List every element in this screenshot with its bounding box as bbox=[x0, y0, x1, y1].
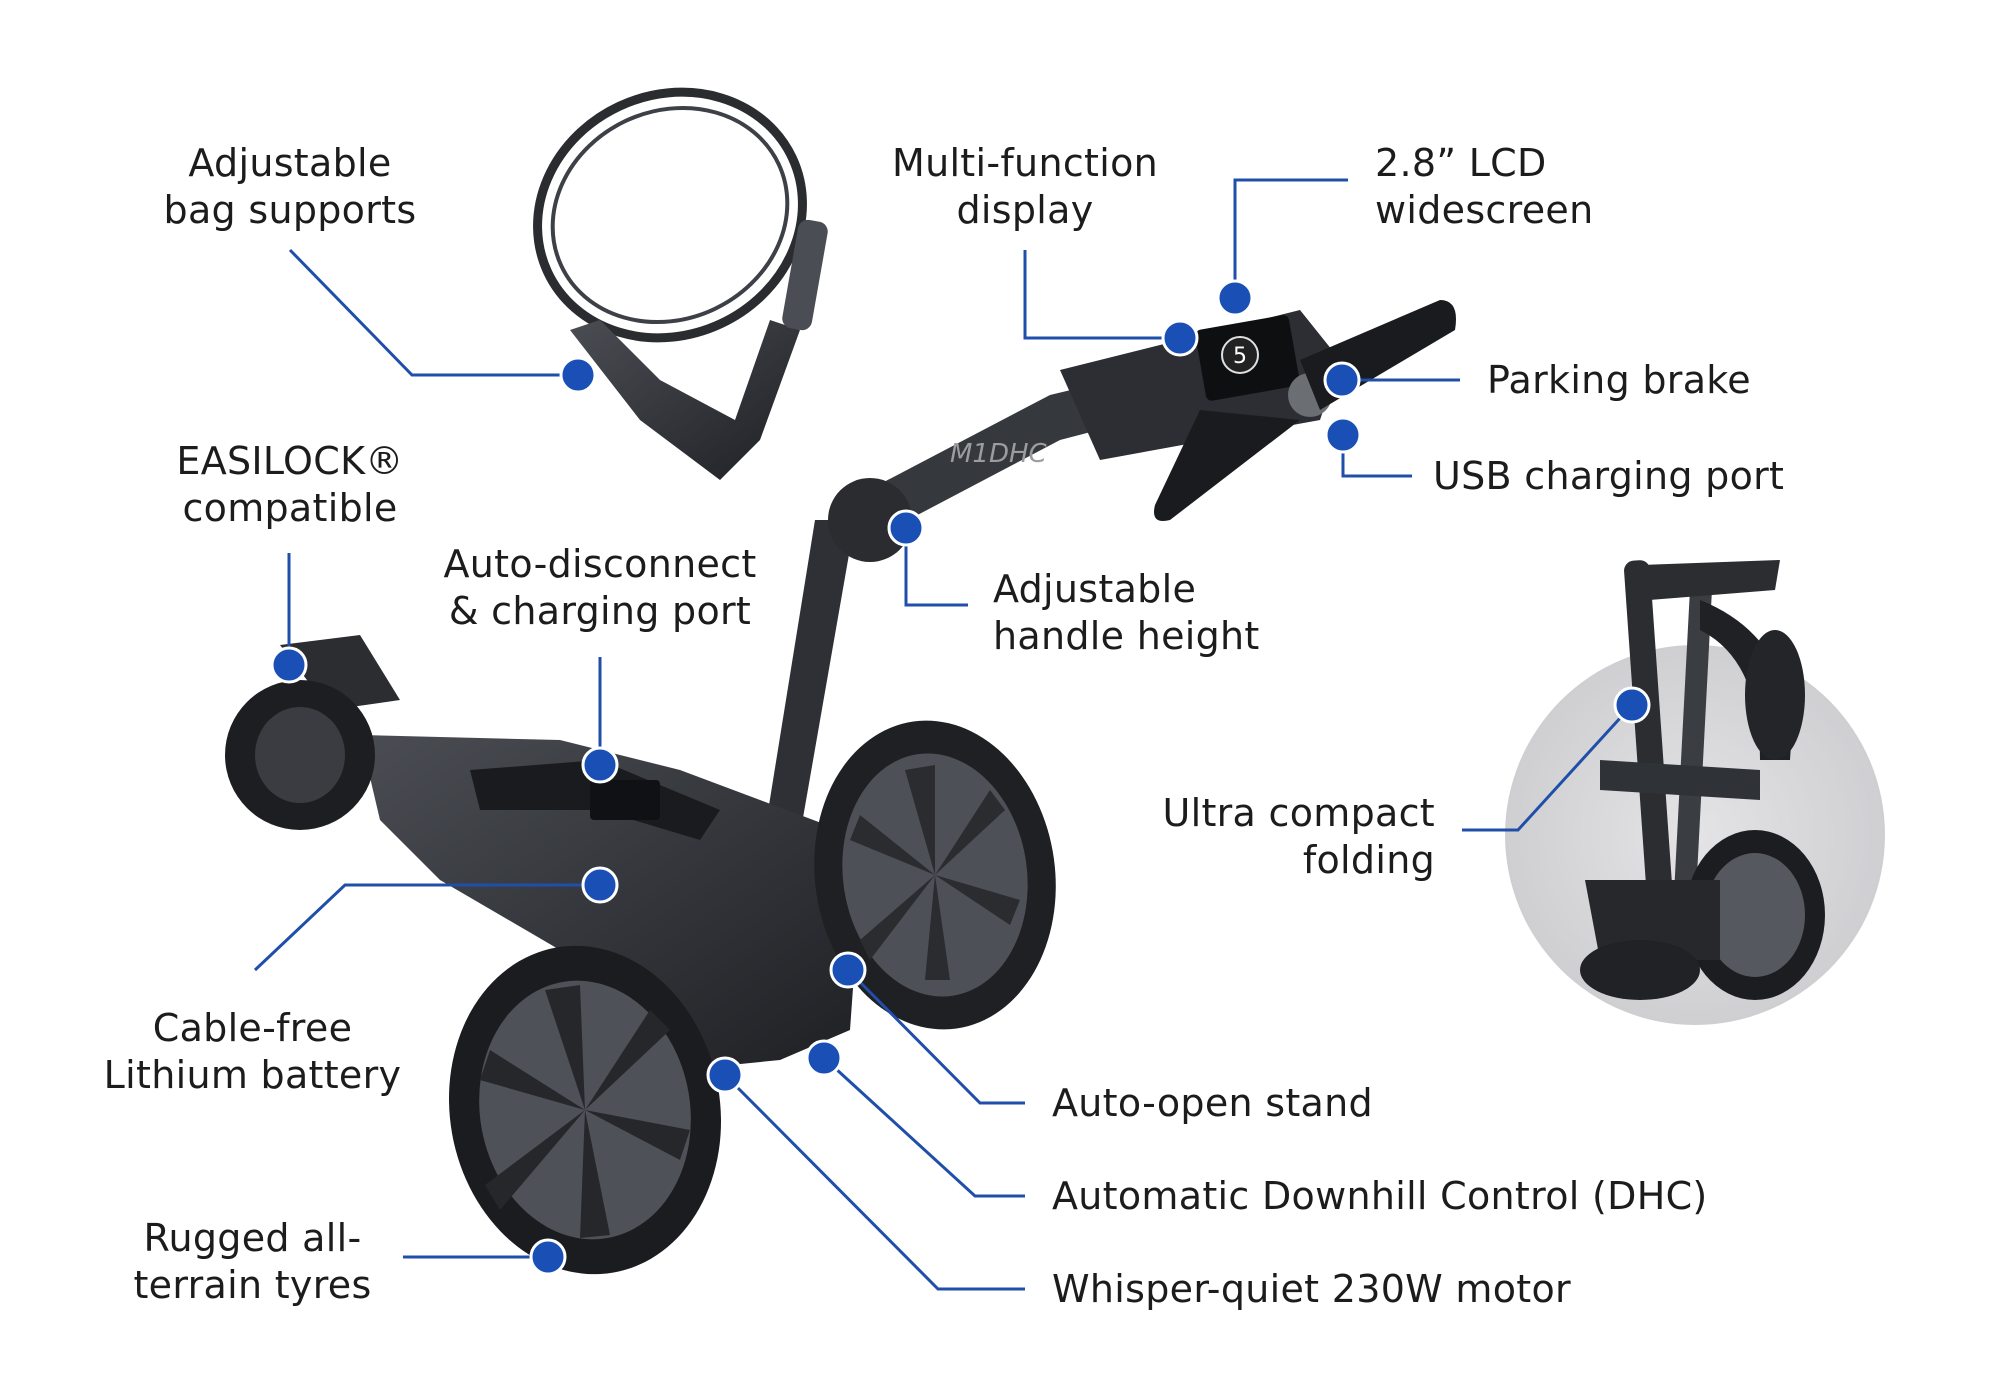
label-dhc: Automatic Downhill Control (DHC) bbox=[1052, 1174, 1708, 1218]
line-compact-folding bbox=[1462, 703, 1634, 832]
line-handle-height bbox=[904, 528, 968, 607]
dot-battery bbox=[581, 866, 619, 904]
main-trolley-image: M1DHC 5 bbox=[225, 87, 1456, 1275]
dot-usb-port bbox=[1324, 416, 1362, 454]
line-battery bbox=[253, 883, 600, 972]
dot-compact-folding bbox=[1613, 686, 1651, 724]
dot-parking-brake bbox=[1323, 361, 1361, 399]
dot-auto-stand bbox=[829, 951, 867, 989]
label-lcd: 2.8” LCD widescreen bbox=[1375, 141, 1594, 232]
label-usb-port: USB charging port bbox=[1433, 454, 1785, 498]
label-multi-display: Multi-function display bbox=[891, 141, 1159, 232]
display-number: 5 bbox=[1233, 344, 1247, 369]
dot-tyres bbox=[529, 1238, 567, 1276]
line-dhc bbox=[822, 1056, 1025, 1198]
callout-lines bbox=[253, 178, 1634, 1291]
label-auto-disconnect: Auto-disconnect & charging port bbox=[443, 542, 757, 633]
label-motor: Whisper-quiet 230W motor bbox=[1052, 1267, 1571, 1311]
label-battery: Cable-free Lithium battery bbox=[103, 1006, 402, 1097]
line-motor bbox=[723, 1073, 1025, 1291]
dot-handle-height bbox=[887, 509, 925, 547]
line-multi-display bbox=[1023, 250, 1180, 340]
label-easilock: EASILOCK® compatible bbox=[176, 439, 404, 530]
dot-multi-display bbox=[1161, 319, 1199, 357]
line-auto-stand bbox=[846, 968, 1025, 1105]
callout-dots bbox=[270, 279, 1651, 1276]
dot-motor bbox=[706, 1056, 744, 1094]
dot-dhc bbox=[805, 1039, 843, 1077]
line-bag-supports bbox=[288, 248, 575, 377]
dot-easilock bbox=[270, 646, 308, 684]
dot-auto-disconnect bbox=[581, 746, 619, 784]
folded-trolley-image bbox=[1505, 560, 1885, 1025]
dot-lcd bbox=[1216, 279, 1254, 317]
dot-bag-supports bbox=[559, 356, 597, 394]
line-lcd bbox=[1233, 178, 1348, 298]
label-compact-folding: Ultra compact folding bbox=[1162, 791, 1435, 882]
label-parking-brake: Parking brake bbox=[1487, 358, 1751, 402]
label-bag-supports: Adjustable bag supports bbox=[163, 141, 417, 232]
label-tyres: Rugged all- terrain tyres bbox=[133, 1216, 372, 1307]
label-handle-height: Adjustable handle height bbox=[993, 567, 1260, 658]
label-auto-stand: Auto-open stand bbox=[1052, 1081, 1373, 1125]
model-badge: M1DHC bbox=[950, 439, 1048, 469]
